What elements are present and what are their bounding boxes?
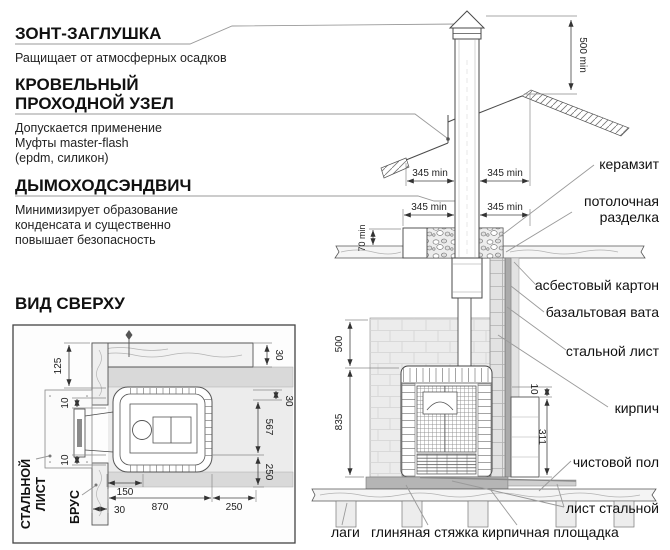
material-labels-right: керамзит потолочная разделка асбестовый …: [451, 156, 660, 516]
tv-label-steel-1: СТАЛЬНОЙ: [18, 459, 33, 529]
label-asbest: асбестовый картон: [535, 277, 659, 293]
tv-label-steel-2: ЛИСТ: [34, 477, 48, 511]
dim-835: 835: [334, 413, 345, 430]
ceiling-plank-right: [502, 245, 646, 259]
top-view: 125 10 10 150 870 250: [12, 324, 296, 544]
finish-floor-plank: [311, 488, 657, 502]
joists: [335, 500, 635, 528]
door-arc: [426, 401, 454, 411]
tv-wall-strip-top: [91, 342, 109, 406]
uzel-desc-line3: (epdm, силикон): [15, 151, 109, 165]
main-dimensions: 500 min 345 min 345 min 345 min 345 min …: [334, 15, 588, 478]
dim-345min-ceiling-right: 345 min: [487, 202, 523, 213]
tv-dim-870: 870: [152, 502, 169, 513]
zont-leader-line: [15, 23, 459, 45]
label-glina: глиняная стяжка: [371, 524, 479, 540]
tv-dim-10-lower: 10: [60, 454, 71, 466]
label-ploschadka: кирпичная площадка: [482, 524, 619, 540]
tv-dim-30-right: 30: [283, 395, 294, 407]
tv-door-funnel: [84, 411, 114, 453]
tv-label-brus: БРУС: [68, 490, 82, 524]
tv-dim-250-right: 250: [263, 464, 274, 481]
label-list-stalnoy: лист стальной: [566, 500, 659, 516]
uzel-title-line1: КРОВЕЛЬНЫЙ: [15, 75, 139, 94]
tv-stove-plan: [73, 330, 213, 473]
tv-shade-band-top: [107, 366, 294, 388]
label-chistovoy-pol: чистовой пол: [573, 454, 659, 470]
uzel-desc-line1: Допускается применение: [15, 121, 162, 135]
tv-dim-250-bottom: 250: [226, 502, 243, 513]
joist: [613, 500, 635, 528]
material-labels-bottom: лаги глиняная стяжка кирпичная площадка: [331, 484, 619, 540]
dim-70min: 70 min: [357, 224, 367, 251]
dim-10: 10: [528, 383, 539, 395]
uzel-leader-line: [15, 113, 448, 139]
joist: [335, 500, 357, 528]
label-potolochnaya-1: потолочная: [584, 193, 659, 209]
tv-handle-knob: [125, 330, 133, 340]
floor-assembly: [311, 476, 657, 528]
chimney: [448, 10, 486, 368]
ceiling-plank-left: [334, 245, 404, 259]
label-potolochnaya-2: разделка: [600, 209, 660, 225]
tv-steel-leader-dot: [48, 454, 52, 458]
stove-base-slats: [416, 453, 477, 475]
tv-dim-10-upper: 10: [60, 397, 71, 409]
stove-crown: [403, 368, 490, 382]
stove-rail-left: [401, 383, 416, 477]
zont-title: ЗОНТ-ЗАГЛУШКА: [15, 24, 161, 43]
roof-batten-left: [380, 157, 410, 179]
joist: [555, 500, 577, 528]
label-keramzit: керамзит: [599, 156, 659, 172]
sandwich-desc-line3: повышает безопасность: [15, 233, 156, 247]
main-section-view: 500 min 345 min 345 min 345 min 345 min …: [311, 10, 660, 540]
tv-dim-125: 125: [53, 357, 64, 374]
dim-500min: 500 min: [577, 37, 588, 73]
ceiling: [334, 227, 646, 259]
label-kirpich: кирпич: [615, 400, 659, 416]
dim-345min-roof-right: 345 min: [487, 168, 523, 179]
top-view-labels: СТАЛЬНОЙ ЛИСТ БРУС: [18, 454, 98, 529]
label-lagi: лаги: [331, 524, 360, 540]
uzel-desc-line2: Муфты master-flash: [15, 136, 129, 150]
shield-column: [489, 257, 540, 478]
label-stalnoy-list: стальной лист: [566, 343, 660, 359]
stove-door: [422, 391, 458, 415]
uzel-title-line2: ПРОХОДНОЙ УЗЕЛ: [15, 94, 174, 113]
tv-brus-leader-dot: [94, 483, 98, 487]
roof: [380, 89, 630, 179]
roof-flashing: [447, 115, 456, 143]
tv-top-plank: [91, 342, 254, 368]
roof-batten-right: [521, 89, 630, 137]
stove: [400, 365, 493, 478]
tv-dim-150: 150: [117, 487, 134, 498]
left-annotations: ЗОНТ-ЗАГЛУШКА Ращищает от атмосферных ос…: [15, 22, 463, 313]
tv-chimney-circle: [132, 420, 152, 440]
sandwich-desc-line1: Минимизирует образование: [15, 203, 178, 217]
tv-dim-30-topright: 30: [273, 349, 284, 361]
sandwich-title: ДЫМОХОДСЭНДВИЧ: [15, 176, 191, 195]
tv-stone-tray: [152, 416, 192, 444]
dim-500: 500: [334, 335, 345, 352]
chimney-cap: [448, 10, 486, 40]
label-bazalt: базальтовая вата: [546, 304, 659, 320]
dim-345min-roof-left: 345 min: [412, 168, 448, 179]
steel-sheet-layer: [504, 257, 512, 478]
sandwich-leader-line: [15, 195, 459, 202]
tv-dim-30-bottom: 30: [114, 505, 126, 516]
zont-desc: Ращищает от атмосферных осадков: [15, 51, 227, 65]
pipe-adapter: [451, 257, 483, 299]
stove-rail-right: [477, 383, 492, 477]
top-view-dimensions: 125 10 10 150 870 250: [53, 342, 294, 516]
single-pipe: [457, 297, 472, 368]
joist: [467, 500, 489, 528]
sandwich-desc-line2: конденсата и существенно: [15, 218, 171, 232]
tv-dim-567: 567: [263, 419, 274, 436]
dim-311: 311: [536, 429, 547, 445]
dim-345min-ceiling-left: 345 min: [411, 202, 447, 213]
top-view-title: ВИД СВЕРХУ: [15, 294, 125, 313]
